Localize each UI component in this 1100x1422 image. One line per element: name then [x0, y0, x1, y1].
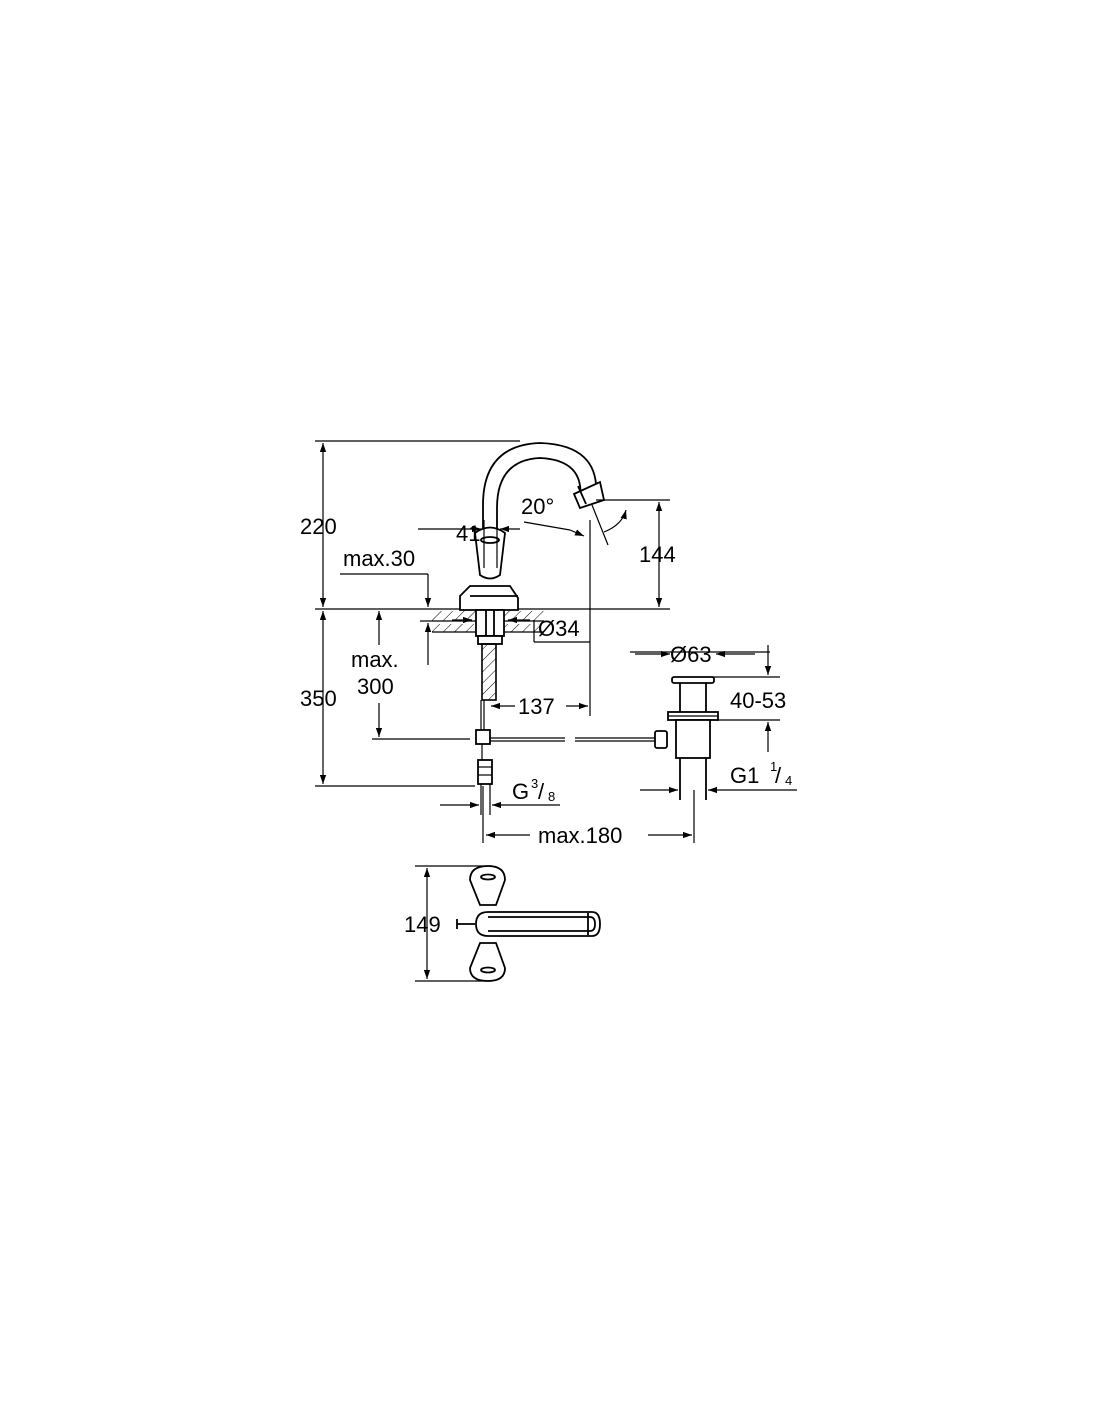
dim-g38-main: G — [512, 779, 529, 804]
dim-g114-slash: / — [775, 763, 782, 788]
dim-g114-num: 1 — [770, 759, 777, 774]
front-view: 220 350 144 20° 41 max.30 — [300, 440, 797, 848]
dim-g38-den: 8 — [548, 789, 555, 804]
dim-max30 — [340, 573, 432, 665]
spout-top — [475, 911, 601, 937]
spout — [482, 442, 606, 568]
dim-41-label: 41 — [456, 521, 480, 546]
dim-63-label: Ø63 — [670, 642, 712, 667]
dim-max300-label-1: max. — [351, 647, 399, 672]
popup-rod — [372, 730, 668, 749]
extension-lines — [315, 440, 780, 843]
dim-g114-main: G1 — [730, 763, 759, 788]
dim-350-label: 350 — [300, 686, 337, 711]
dim-137-label: 137 — [518, 694, 555, 719]
dim-220-label: 220 — [300, 514, 337, 539]
dim-max180-label: max.180 — [538, 823, 622, 848]
dim-angle-label: 20° — [521, 494, 554, 519]
dim-34-label: Ø34 — [538, 616, 580, 641]
tailpiece — [475, 609, 505, 815]
dim-40-53-label: 40-53 — [730, 688, 786, 713]
lever-top — [469, 865, 506, 906]
dim-g38-num: 3 — [531, 776, 538, 791]
dim-149-label: 149 — [404, 912, 441, 937]
dim-max300-label-2: 300 — [357, 674, 394, 699]
dim-angle — [523, 504, 627, 546]
dim-144-label: 144 — [639, 542, 676, 567]
top-view: 149 — [404, 865, 601, 982]
lever-bottom — [469, 942, 506, 982]
dim-g114-den: 4 — [785, 773, 792, 788]
dim-max30-label: max.30 — [343, 546, 415, 571]
dim-g38-slash: / — [538, 779, 545, 804]
waste-assembly — [667, 676, 719, 800]
dim-34 — [452, 616, 590, 643]
dim-41 — [418, 520, 520, 568]
